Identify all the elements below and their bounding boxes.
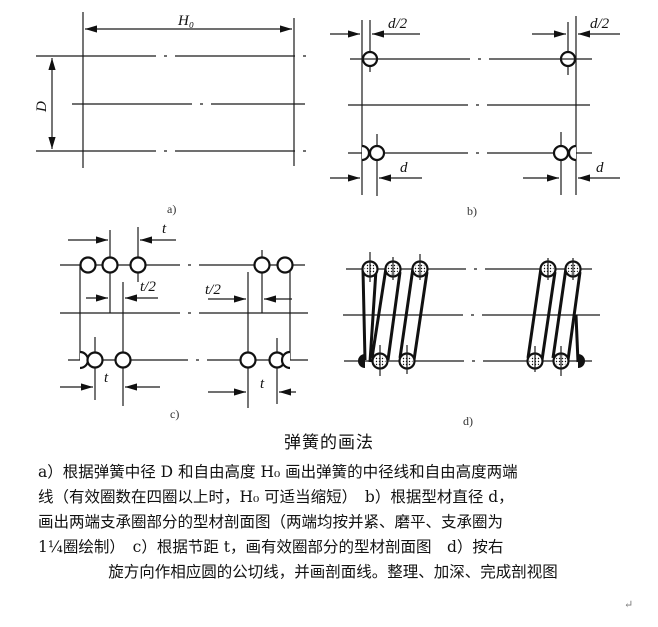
caption-line-3: 画出两端支承圈部分的型材剖面图（两端均按并紧、磨平、支承圈为 <box>38 513 504 531</box>
caption-line-1: a）根据弹簧中径 D 和自由高度 H₀ 画出弹簧的中径线和自由高度两端 <box>38 463 518 481</box>
panel-a: H₀ D a) <box>34 12 310 216</box>
dim-pitch-bottom-right: t <box>260 376 265 392</box>
panel-c-label: c) <box>170 407 179 421</box>
dim-pitch-bottom-left: t <box>104 370 109 386</box>
paragraph-mark-icon: ↵ <box>624 598 634 611</box>
figure-title: 弹簧的画法 <box>284 433 374 453</box>
dim-wire-left: d <box>400 160 408 176</box>
dim-half-wire-right: d/2 <box>590 16 610 32</box>
panel-a-label: a) <box>167 202 176 216</box>
panel-d: d) <box>343 252 600 428</box>
dim-pitch-top: t <box>162 221 167 237</box>
caption-line-5: 旋方向作相应圆的公切线，并画剖面线。整理、加深、完成剖视图 <box>108 563 558 581</box>
panel-b: d/2 d/2 d d b) <box>330 16 620 218</box>
dim-half-wire-left: d/2 <box>388 16 408 32</box>
dim-half-pitch-right: t/2 <box>205 282 221 298</box>
dim-diameter-label: D <box>34 101 50 113</box>
dim-half-pitch-left: t/2 <box>140 279 156 295</box>
dim-wire-right: d <box>596 160 604 176</box>
caption-line-2: 线（有效圈数在四圈以上时，H₀ 可适当缩短） b）根据型材直径 d， <box>38 488 514 506</box>
dim-free-height-label: H₀ <box>177 13 194 29</box>
panel-b-label: b) <box>467 204 477 218</box>
figure-caption: a）根据弹簧中径 D 和自由高度 H₀ 画出弹簧的中径线和自由高度两端 线（有效… <box>38 460 628 585</box>
caption-line-4: 1¼圈绘制） c）根据节距 t，画有效圈部分的型材剖面图 d）按右 <box>38 538 504 556</box>
spring-drawing-diagram: H₀ D a) d/2 d/2 d d <box>34 12 620 428</box>
panel-c: t t/2 t/2 t t c) <box>60 221 308 421</box>
panel-d-label: d) <box>463 414 473 428</box>
